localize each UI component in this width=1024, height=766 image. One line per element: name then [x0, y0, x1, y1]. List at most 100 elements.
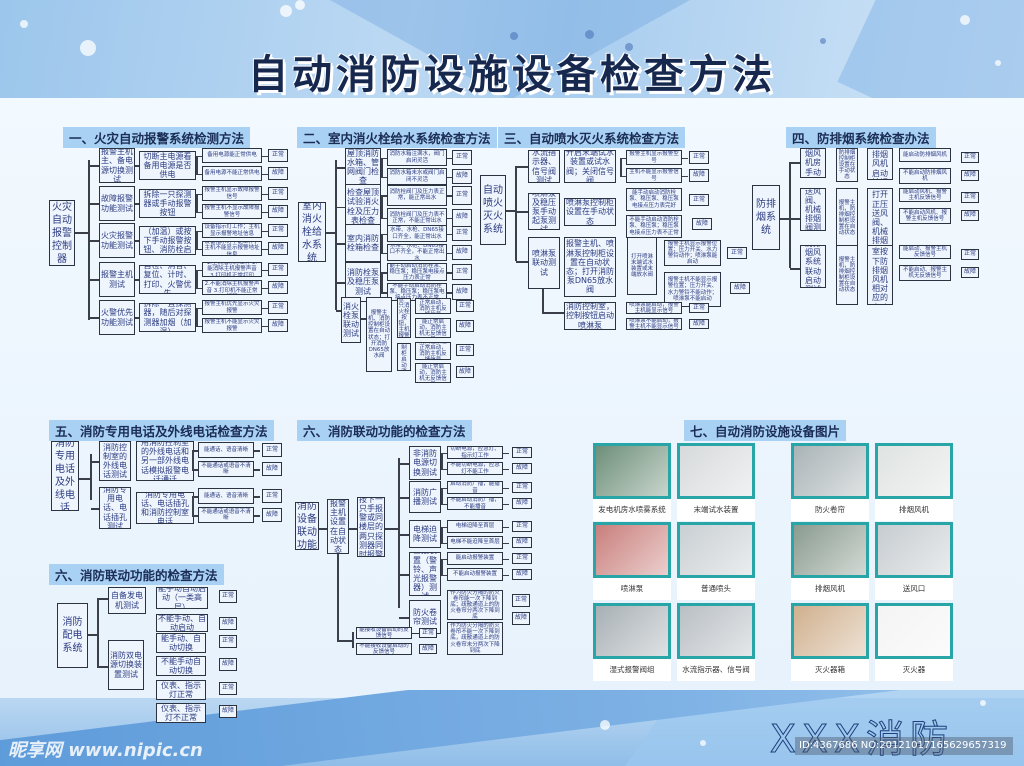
- sprinkler-2-ok: 报警主机显示报警位置；压力开关、水力警铃动作；喷淋泵能启动: [664, 240, 721, 266]
- fire-alarm-4-fail: 报警主机不能显示火灾报警: [202, 318, 262, 333]
- section-heading-linkage: 六、消防联动功能的检查方法: [297, 420, 472, 441]
- phone-root: 消防专用电话及外线电话: [51, 441, 79, 511]
- fire-alarm-0-tag-fail: 故障: [268, 167, 288, 180]
- smoke-action-1: 手动打开正压送风阀、机械排烟阀: [867, 188, 893, 248]
- connector-line: [135, 203, 139, 205]
- equipment-photo: [875, 603, 953, 659]
- smoke-1-fail: 不能启动风机、报警主机反馈信号: [899, 208, 951, 224]
- photo-caption: 喷淋泵: [593, 578, 671, 600]
- linkage-extra-tag-fail: 故障: [419, 644, 437, 654]
- connector-line: [336, 167, 345, 169]
- hydrant-4b-tag-ok: 正常: [456, 344, 474, 356]
- hydrant-4-ok: 消火栓泵能正常启动，消防主机反馈信号: [415, 298, 451, 314]
- sprinkler-1-tag-ok: 正常: [689, 194, 709, 206]
- connector-line: [441, 526, 443, 543]
- smoke-2-fail: 不能启动、报警主机无反馈信号: [899, 265, 951, 281]
- connector-line: [192, 515, 198, 517]
- smoke-state-2: 报警主机，防排烟控制柜设置在自动状态: [836, 245, 858, 305]
- section-heading-photos: 七、自动消防设施设备图片: [684, 420, 847, 441]
- connector-line: [790, 218, 800, 220]
- linkage-extra-ok: 能接收设备启动的反馈信号: [356, 627, 412, 639]
- fire-alarm-2-tag-ok: 正常: [268, 224, 288, 237]
- connector-line: [682, 157, 688, 159]
- linkage-2-ok: 电梯迫降至首层: [447, 520, 503, 533]
- linkage-1-tag-fail: 故障: [512, 498, 532, 509]
- sprinkler-action-1: 喷淋泵控制柜设置在手动状态: [564, 198, 616, 226]
- fire-alarm-0-ok: 备用电源能正常供电: [202, 148, 262, 163]
- hydrant-2-tag-ok: 正常: [452, 226, 472, 241]
- connector-line: [399, 617, 409, 619]
- connector-line: [381, 217, 387, 220]
- connector-line: [254, 469, 260, 471]
- smoke-0-tag-ok: 正常: [961, 152, 979, 163]
- sprinkler-2-tag-ok: 正常: [727, 247, 747, 259]
- hydrant-root: 室内消火栓给水系统: [298, 202, 326, 262]
- connector-line: [192, 496, 194, 515]
- hydrant-sub1: 按任意一只消火栓按钮，主机报警位置: [397, 298, 411, 338]
- connector-line: [336, 282, 345, 284]
- connector-line: [196, 230, 198, 249]
- connector-line: [196, 230, 202, 232]
- connector-line: [381, 157, 383, 177]
- sprinkler-action-0: 开启末端试水装置或试水阀；关闭信号阀: [564, 150, 616, 183]
- hydrant-test-1: 检查屋顶试验消火栓及压力表检查: [345, 184, 381, 229]
- connector-line: [441, 487, 447, 489]
- equipment-photo: [677, 603, 755, 659]
- hydrant-0-ok: 消防水箱注满水，阀门启闭灵活: [387, 149, 447, 166]
- hydrant-2-fail: 水带、水枪、DN65接口不齐全，不能正常出水: [387, 244, 447, 261]
- connector-line: [790, 268, 800, 270]
- connector-line: [441, 574, 447, 576]
- phone-action-1: 消防专用电话、电话插孔和消防控制室电话: [136, 492, 194, 524]
- connector-line: [381, 292, 387, 294]
- connector-line: [441, 468, 447, 470]
- fire-alarm-2-fail: 设备指示灯不能工作；主机不能显示报警地址信息: [202, 241, 262, 256]
- connector-line: [135, 279, 139, 281]
- power-1-tag-0: 正常: [219, 635, 237, 648]
- linkage-0-tag-fail: 故障: [512, 463, 532, 474]
- connector-line: [135, 165, 139, 167]
- connector-line: [542, 289, 544, 313]
- fire-alarm-action-4: 拆除一直探测器，随后对探测器加烟（加温）: [139, 303, 196, 332]
- linkage-4-ok: 作为防火分隔的防火卷帘能一次下降到底；疏散通道上的防火卷帘分两次下降到底: [447, 590, 503, 620]
- page-title: 自动消防设施设备检查方法: [248, 52, 776, 98]
- sprinkler-0-fail: 主机不能显示报警信号: [626, 168, 682, 183]
- linkage-1-tag-ok: 正常: [512, 482, 532, 493]
- connector-line: [441, 487, 443, 504]
- sprinkler-action-2: 报警主机、喷淋泵控制柜设置在自动状态；打开消防泵DN65放水阀: [564, 237, 616, 297]
- photo-caption: 灭火器箱: [791, 659, 869, 681]
- connector-line: [262, 211, 268, 213]
- connector-line: [336, 243, 345, 245]
- smoke-test-2: 防排烟风系统联动启动测试: [800, 245, 826, 288]
- hydrant-4-tag-ok: 正常: [456, 300, 474, 312]
- photo-caption: 普通喷头: [677, 578, 755, 600]
- fire-alarm-action-1: 拆除一只探测器或手动报警按钮: [139, 189, 196, 218]
- section-heading-phone: 五、消防专用电话及外线电话检查方法: [49, 420, 274, 441]
- power-0-fail: 不能手动、自动启动: [156, 614, 208, 632]
- connector-line: [196, 155, 202, 157]
- connector-line: [441, 452, 447, 454]
- hydrant-3-ok: 能手动启动消防栓泵、稳压泵；稳压泵电接点压力表正常: [387, 263, 447, 281]
- smoke-0-tag-fail: 故障: [961, 170, 979, 181]
- power-1-tag-2: 正常: [219, 682, 237, 695]
- hydrant-test-0: 屋顶消防水箱、管网阀门检查: [345, 148, 381, 186]
- sprinkler-0-tag-ok: 正常: [689, 151, 709, 164]
- linkage-2-tag-ok: 正常: [512, 521, 532, 532]
- connector-line: [503, 574, 509, 576]
- connector-line: [381, 195, 387, 197]
- connector-line: [516, 261, 528, 263]
- power-root: 消防配电系统: [57, 603, 88, 668]
- linkage-3-tag-fail: 故障: [512, 569, 532, 580]
- connector-line: [98, 598, 108, 600]
- hydrant-4-fail: 消火栓泵不能正常启动，消防主机无反馈信号: [415, 318, 451, 338]
- power-1-result-2: 仪表、指示灯正常: [156, 680, 206, 700]
- section-heading-power: 六、消防联动功能的检查方法: [49, 564, 224, 585]
- connector-line: [196, 211, 202, 213]
- fire-alarm-root: 火灾自动报警控制器: [49, 200, 75, 266]
- header-banner: [0, 0, 1024, 100]
- linkage-test-1: 消防广播测试: [409, 481, 441, 513]
- fire-alarm-test-1: 故障报警功能测试: [99, 186, 135, 221]
- connector-line: [192, 496, 198, 498]
- connector-line: [254, 496, 260, 498]
- fire-alarm-3-fail: 1.主机指示灯不能工作 2.不能消除主机报警声音 3.打印机不能正常打印: [202, 280, 262, 295]
- hydrant-4b-fail: 消火栓泵不能正常启动，消防主机无反馈信号: [415, 363, 451, 383]
